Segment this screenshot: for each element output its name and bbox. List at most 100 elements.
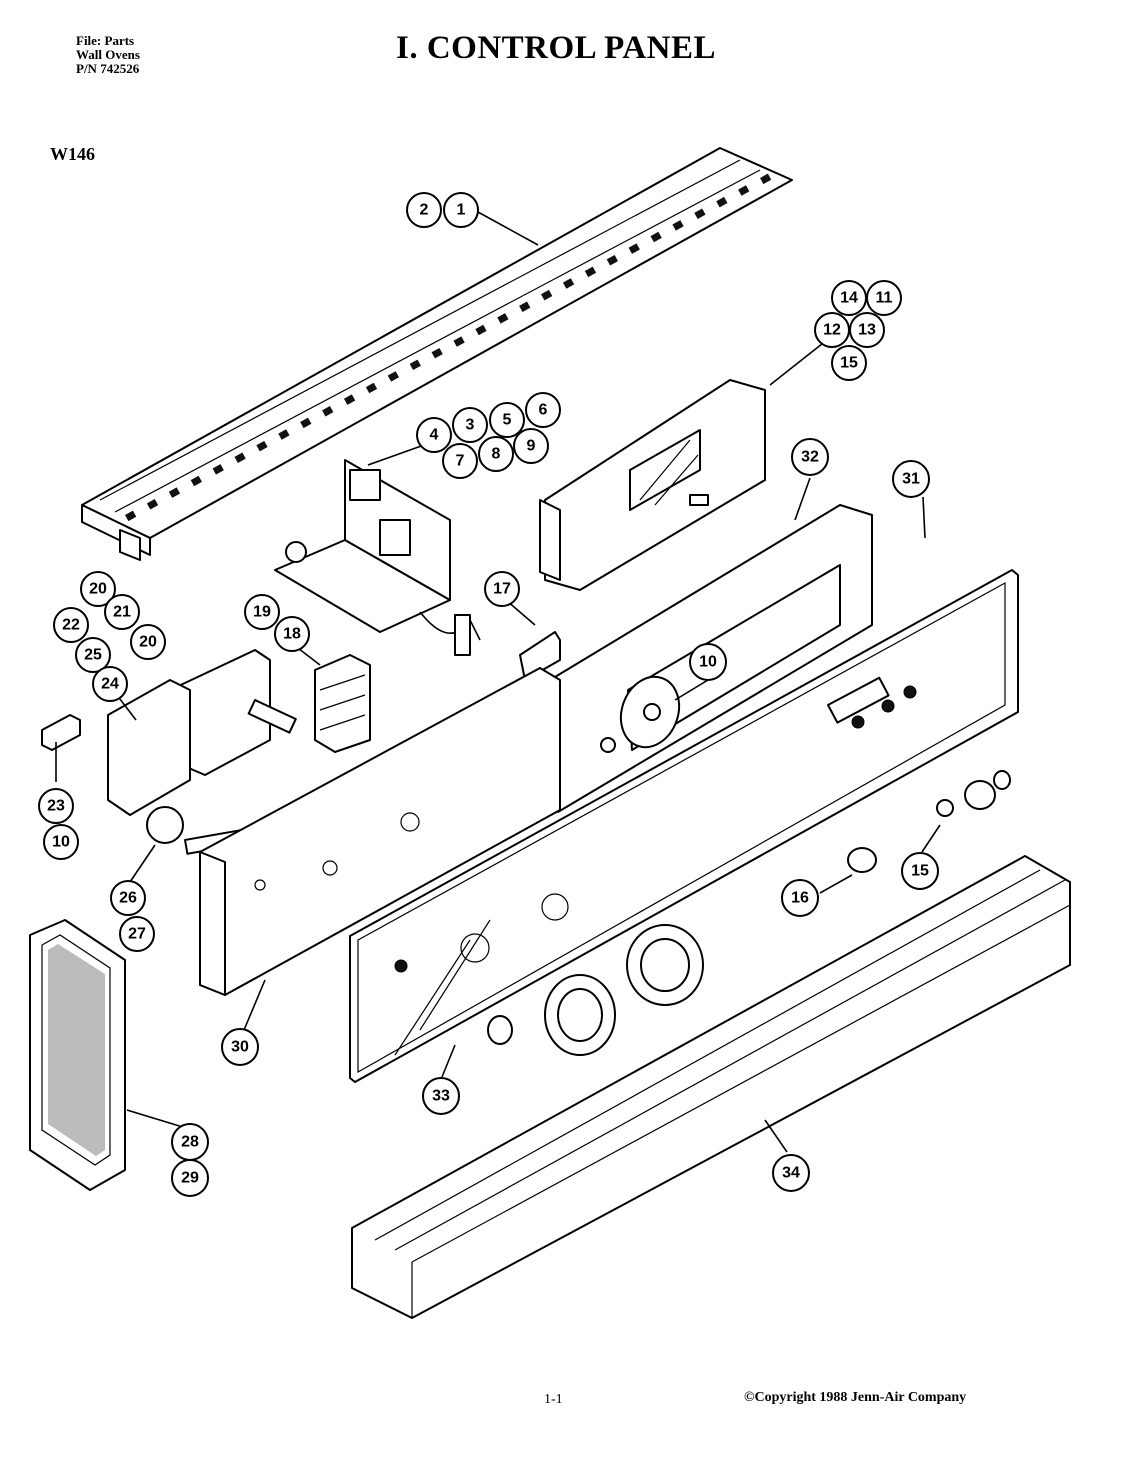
callout-13: 12 (814, 312, 850, 348)
vent-slot (256, 440, 268, 452)
vent-slot (497, 313, 509, 324)
callout-14: 13 (849, 312, 885, 348)
callout-10: 10 (43, 824, 79, 860)
svg-text:15: 15 (911, 863, 929, 880)
leader-lines (55, 211, 941, 1153)
svg-text:4: 4 (430, 427, 439, 444)
svg-text:8: 8 (492, 446, 501, 463)
vent-slot (541, 289, 553, 301)
vent-slot (716, 196, 728, 208)
vent-slot (628, 243, 640, 254)
svg-text:20: 20 (139, 634, 157, 651)
svg-text:23: 23 (47, 798, 65, 815)
callout-1: 1 (443, 192, 479, 228)
callout-8: 8 (478, 436, 514, 472)
vent-slot (212, 464, 224, 475)
svg-text:7: 7 (456, 453, 465, 470)
vent-slot (519, 301, 531, 312)
callout-20: 20 (80, 571, 116, 607)
control-panel-back (199, 667, 561, 996)
clock-module (539, 379, 766, 591)
svg-text:30: 30 (231, 1039, 249, 1056)
svg-text:16: 16 (791, 890, 809, 907)
vent-slot (168, 487, 181, 498)
svg-text:14: 14 (840, 290, 858, 307)
callout-9: 9 (513, 428, 549, 464)
callout-34: 34 (772, 1154, 810, 1192)
vent-slots (125, 173, 772, 522)
oven-knobs (487, 770, 1011, 1056)
callout-22: 22 (53, 607, 89, 643)
callout-12: 10 (689, 643, 727, 681)
callout-17: 17 (484, 571, 520, 607)
callout-24: 24 (92, 666, 128, 702)
page-number: 1-1 (544, 1392, 563, 1407)
vent-slot (190, 475, 202, 487)
svg-text:15: 15 (840, 355, 858, 372)
file-line: File: Parts (76, 33, 135, 48)
callout-7: 7 (442, 443, 478, 479)
model-code: W146 (50, 144, 95, 164)
page-title: I. CONTROL PANEL (395, 30, 717, 66)
svg-text:27: 27 (128, 926, 146, 943)
callout-30: 30 (221, 1028, 259, 1066)
copyright-notice: ©Copyright 1988 Jenn-Air Company (744, 1390, 967, 1405)
callout-28: 28 (171, 1123, 209, 1161)
file-info: File: Parts Wall Ovens P/N 742526 (76, 34, 140, 76)
callout-27: 27 (119, 916, 155, 952)
side-trim-panel (29, 919, 126, 1191)
svg-text:31: 31 (902, 471, 920, 488)
svg-text:10: 10 (52, 834, 70, 851)
relay (314, 654, 371, 753)
vent-slot (409, 359, 421, 371)
vent-slot (650, 231, 662, 243)
callout-32: 32 (791, 438, 829, 476)
callout-20b: 20 (130, 624, 166, 660)
callout-6: 6 (525, 392, 561, 428)
svg-text:33: 33 (432, 1088, 450, 1105)
vent-slot (300, 417, 312, 429)
svg-text:10: 10 (699, 654, 717, 671)
callout-15: 14 (831, 280, 867, 316)
vent-slot (387, 371, 400, 382)
svg-text:28: 28 (181, 1134, 199, 1151)
vent-slot (760, 173, 772, 185)
vent-slot (146, 499, 159, 510)
svg-text:9: 9 (527, 438, 536, 455)
vent-slot (453, 336, 465, 347)
front-glass-panel (349, 569, 1019, 1083)
callout-16b: 16 (781, 879, 819, 917)
vent-slot (322, 406, 334, 417)
vent-slot (365, 382, 378, 394)
callout-4: 4 (416, 417, 452, 453)
clock-knob (619, 675, 681, 749)
clip (41, 714, 81, 751)
vent-slot (584, 266, 597, 278)
callout-11: 11 (866, 280, 902, 316)
callout-3: 3 (452, 407, 488, 443)
svg-text:21: 21 (113, 604, 131, 621)
svg-text:25: 25 (84, 647, 102, 664)
svg-text:3: 3 (466, 417, 475, 434)
callout-26: 26 (110, 880, 146, 916)
callout-31: 31 (892, 460, 930, 498)
vent-slot (672, 220, 684, 231)
svg-text:17: 17 (493, 581, 511, 598)
vent-slot (475, 324, 487, 336)
callout-16: 15 (831, 345, 867, 381)
svg-text:29: 29 (181, 1170, 199, 1187)
svg-text:26: 26 (119, 890, 137, 907)
callout-21: 21 (104, 594, 140, 630)
selector-switch (107, 649, 297, 855)
file-line: P/N 742526 (76, 61, 140, 76)
svg-text:2: 2 (420, 202, 429, 219)
svg-text:34: 34 (782, 1165, 800, 1182)
svg-text:24: 24 (101, 676, 119, 693)
file-line: Wall Ovens (76, 47, 140, 62)
callout-19: 19 (244, 594, 280, 630)
svg-text:6: 6 (539, 402, 548, 419)
vent-slot (562, 278, 575, 289)
callout-25: 25 (75, 637, 111, 673)
callout-23: 23 (38, 788, 74, 824)
svg-text:5: 5 (503, 412, 512, 429)
